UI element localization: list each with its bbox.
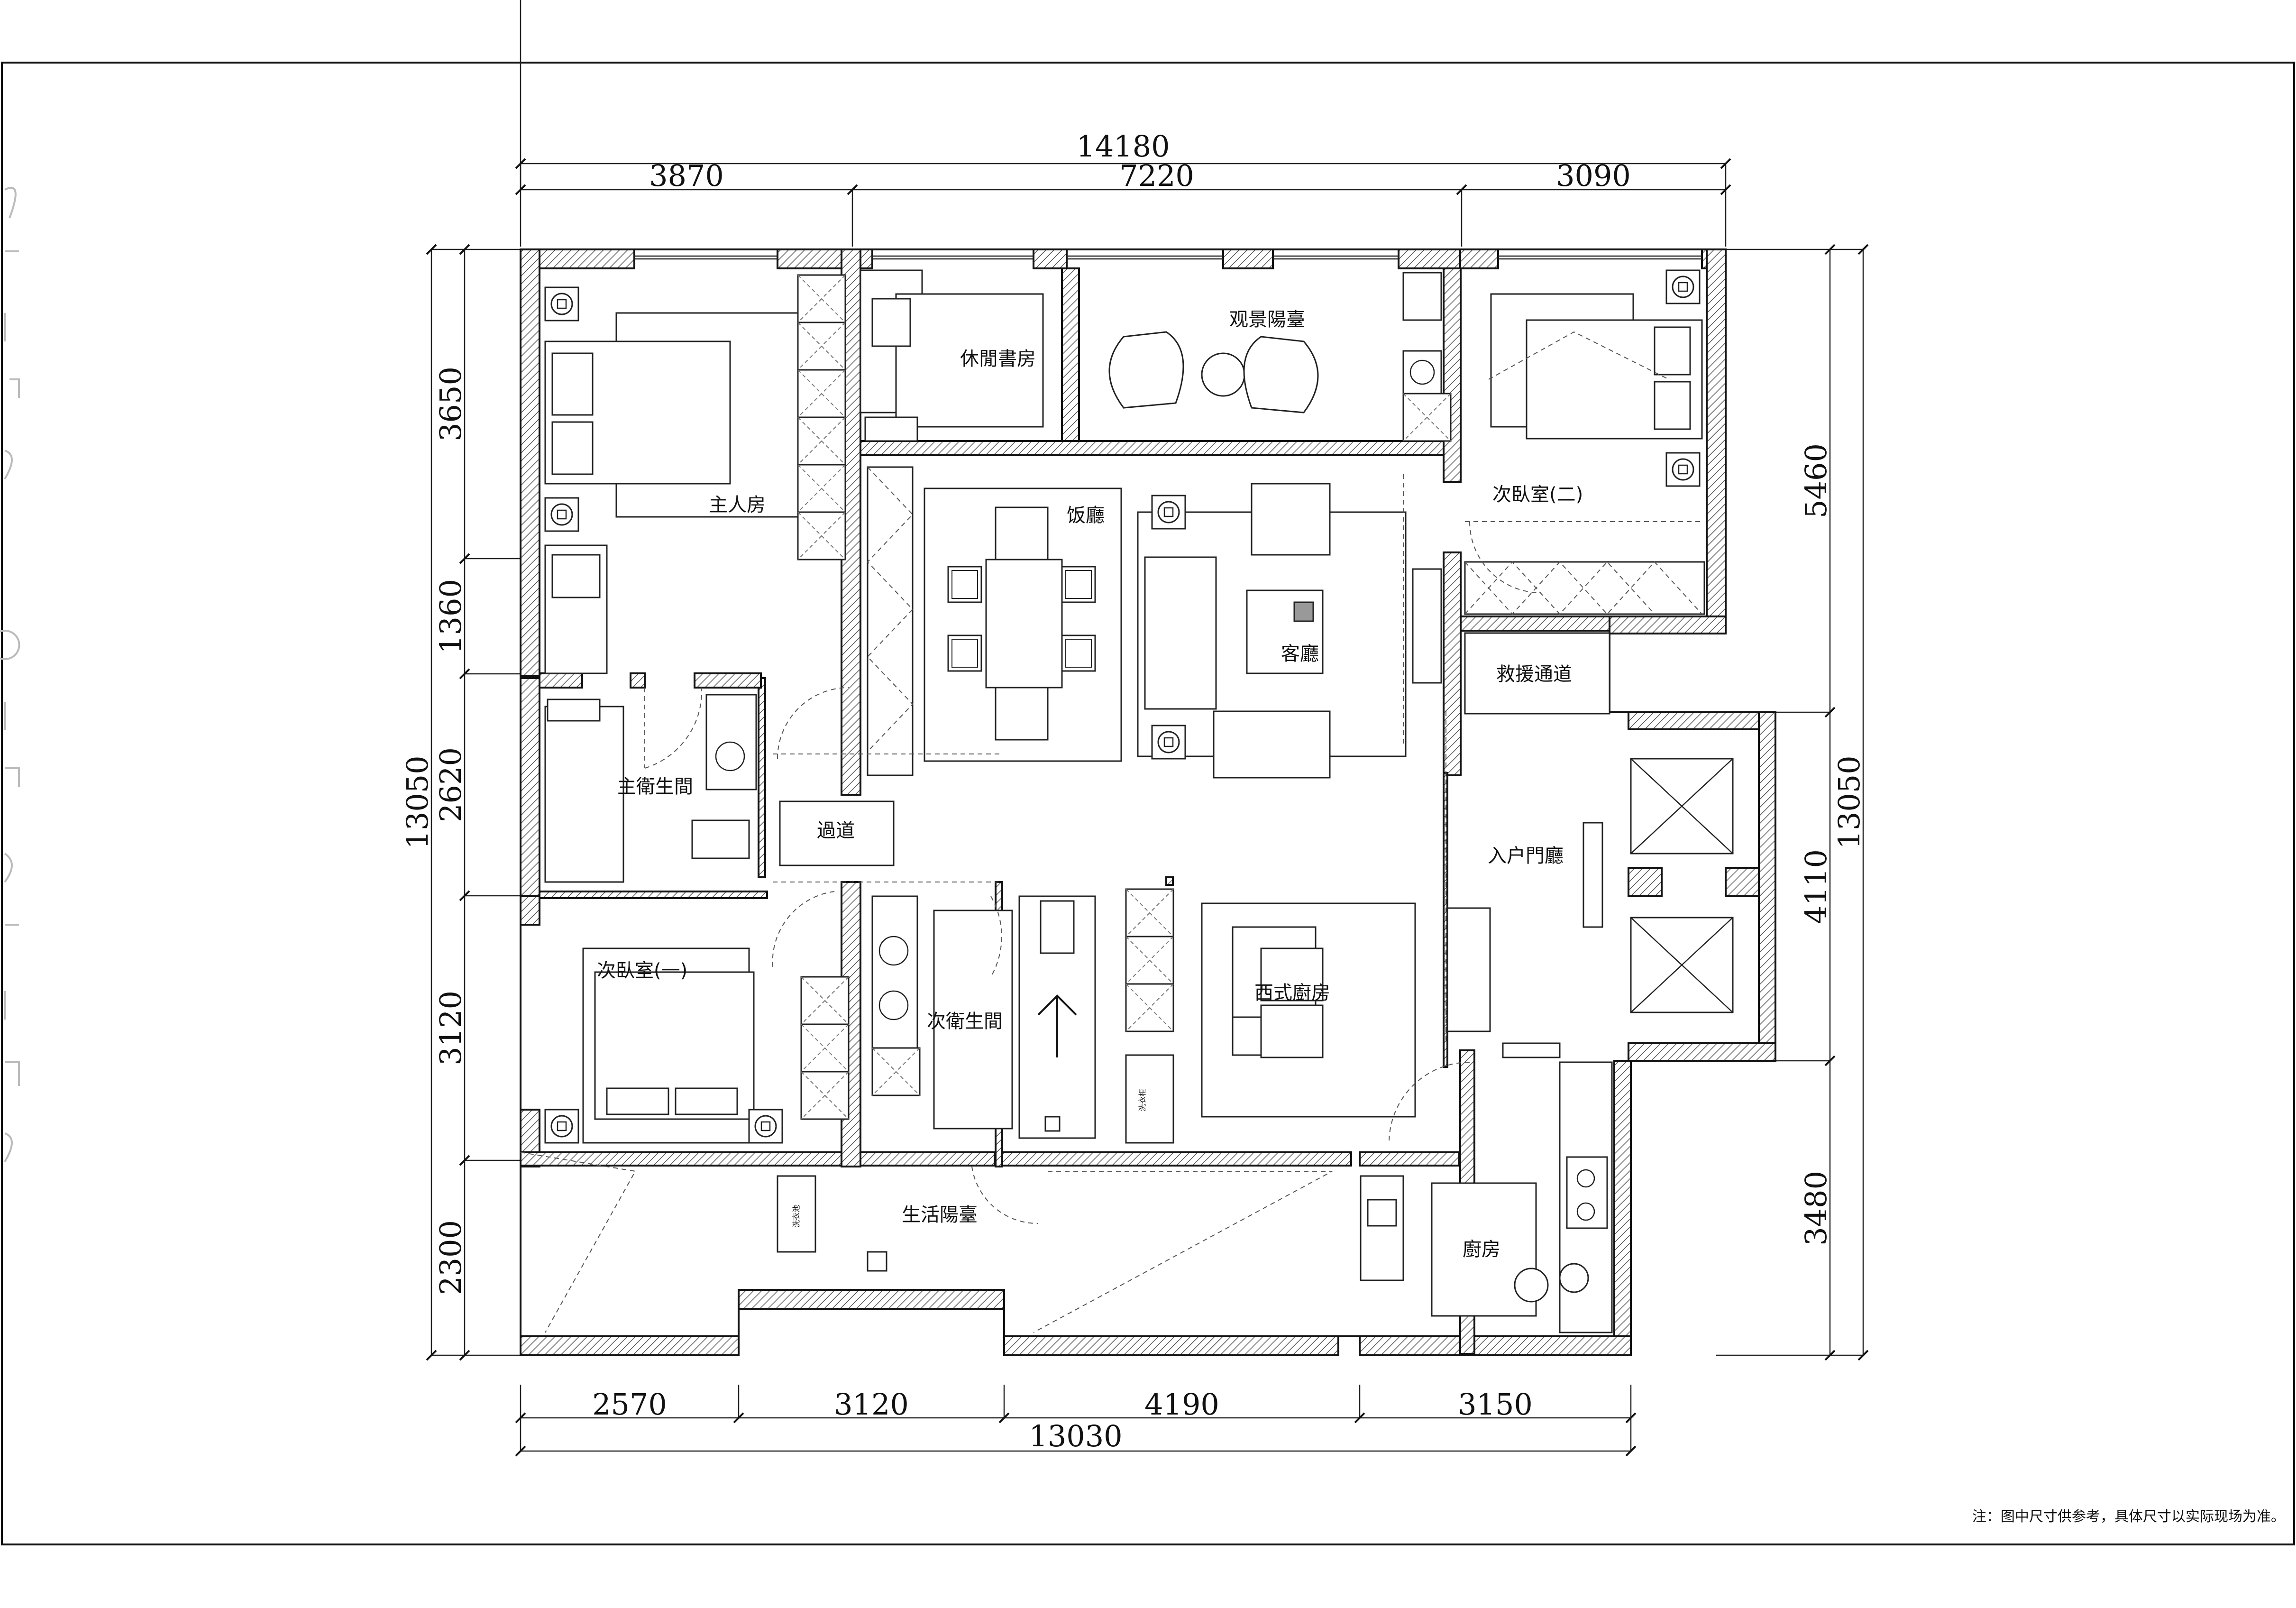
reference-note: 注：图中尺寸供参考，具体尺寸以实际现场为准。 [1972,1508,2285,1525]
dim-right-total: 13050 [1832,755,1866,849]
room-master-bedroom: 主人房 [709,494,766,516]
room-living: 客廳 [1281,643,1319,665]
western-kitchen-island [1232,926,1324,1058]
dim-top-total: 14180 [1076,129,1170,164]
room-view-balcony: 观景陽臺 [1229,309,1305,331]
elevator-shafts [1630,758,1734,1013]
dimension-lines [426,0,1869,1457]
entry-mirror [1583,822,1603,928]
balcony-chairs [1108,331,1319,413]
master-nightstand-bottom [544,497,579,532]
room-second-bath: 次衛生間 [927,1011,1003,1032]
room-corridor: 過道 [817,820,855,842]
dining-table [947,506,1096,741]
study-desk [860,269,1044,428]
bedroom-one-nightstand-left [544,1109,579,1144]
master-nightstand-top [544,286,579,322]
meter-box [1502,1042,1561,1058]
dim-bottom-seg-3: 4190 [1144,1387,1219,1422]
washer-corner [1402,272,1452,442]
dim-right-seg-1: 5460 [1799,443,1833,518]
bedroom-one-wardrobe [800,976,850,1120]
service-balcony-fixtures: 洗衣池 [777,1175,887,1272]
corridor-box [779,800,895,866]
dim-left-seg-3: 2620 [433,747,468,822]
room-dining: 饭廳 [1067,505,1105,526]
dim-top-seg-3: 3090 [1556,158,1631,193]
room-second-bedroom-one: 次臥室(一) [597,960,687,982]
furniture: 洗衣柜 [544,255,1734,1333]
room-western-kitchen: 西式廚房 [1254,982,1330,1004]
master-wardrobe [797,274,846,561]
dim-right-seg-2: 4110 [1799,849,1833,924]
dim-left-seg-5: 2300 [433,1220,468,1295]
kitchen-fixtures [1360,1061,1613,1333]
dim-bottom-total: 13030 [1029,1419,1122,1453]
room-master-bath: 主衛生間 [617,776,693,798]
room-rescue-passage: 救援通道 [1496,663,1572,685]
walls [520,248,1776,1356]
room-kitchen: 廚房 [1463,1239,1500,1260]
sheet-frame [1,62,2295,1545]
living-sofa-set [1144,483,1331,779]
dining-cabinet [867,466,914,776]
dim-left-total: 13050 [400,755,435,849]
dim-top-seg-1: 3870 [649,158,724,193]
faded-side-marks [0,187,20,1163]
bedroom-two-bed [1490,293,1703,440]
dim-left-seg-2: 1360 [433,579,468,654]
bedroom-two-nightstand-top [1665,269,1701,304]
master-bed [544,312,816,518]
room-second-bedroom-two: 次臥室(二) [1492,484,1583,505]
laundry-cabinet: 洗衣柜 [1125,888,1174,1144]
dim-bottom-seg-1: 2570 [592,1387,667,1422]
bedroom-two-wardrobe [1464,561,1705,615]
dim-bottom-seg-2: 3120 [834,1387,909,1422]
room-entry-hall: 入户門廳 [1488,845,1564,867]
dim-top-seg-2: 7220 [1119,158,1194,193]
second-bath-fixtures [871,895,1096,1139]
tv-console [1412,568,1442,684]
cabinet-note: 洗衣柜 [1138,1089,1147,1112]
master-bath-fixtures [544,694,757,883]
dimension-labels: 14180 3870 7220 3090 2570 3120 4190 3150… [400,129,1866,1453]
dim-right-seg-3: 3480 [1799,1171,1833,1246]
bedroom-one-nightstand-right [748,1109,783,1144]
door-swings [520,331,1702,1333]
bedroom-one-bed [582,947,755,1144]
svg-text:洗衣池: 洗衣池 [792,1205,801,1228]
dim-left-seg-4: 3120 [433,991,468,1066]
dim-left-seg-1: 3650 [433,367,468,441]
room-service-balcony: 生活陽臺 [902,1204,978,1226]
entry-cabinet [1446,907,1491,1032]
dim-bottom-seg-4: 3150 [1458,1387,1533,1422]
room-study: 休閒書房 [960,348,1036,370]
bedroom-two-nightstand-bottom [1665,452,1701,487]
rescue-passage-box [1464,632,1610,715]
room-labels: 主人房 休閒書房 观景陽臺 次臥室(二) 饭廳 客廳 救援通道 主衛生間 過道 … [597,309,1583,1260]
